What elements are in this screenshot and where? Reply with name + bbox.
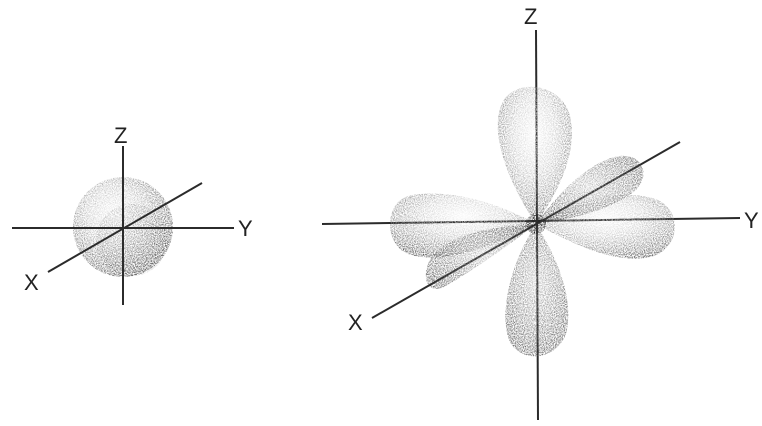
s-orbital-sphere-shadow [96,204,168,276]
d-orbital-lobe-back-right [536,155,644,224]
d-orbital: Z Y X [321,4,759,421]
d-orbital-y-label: Y [744,208,759,233]
d-orbital-nucleus [526,214,546,234]
d-orbital-z-label: Z [524,4,537,29]
d-orbital-lobe-front-left [425,224,536,289]
s-orbital-x-label: X [24,270,39,295]
s-orbital-y-label: Y [238,216,253,241]
d-orbital-lobe-bottom [505,224,569,357]
s-orbital: Z Y X [12,123,253,305]
d-orbital-lobe-left [390,193,536,258]
s-orbital-x-axis [47,182,203,273]
d-orbital-lobe-top [497,86,572,224]
d-orbital-x-label: X [348,310,363,335]
s-orbital-z-label: Z [114,123,127,148]
